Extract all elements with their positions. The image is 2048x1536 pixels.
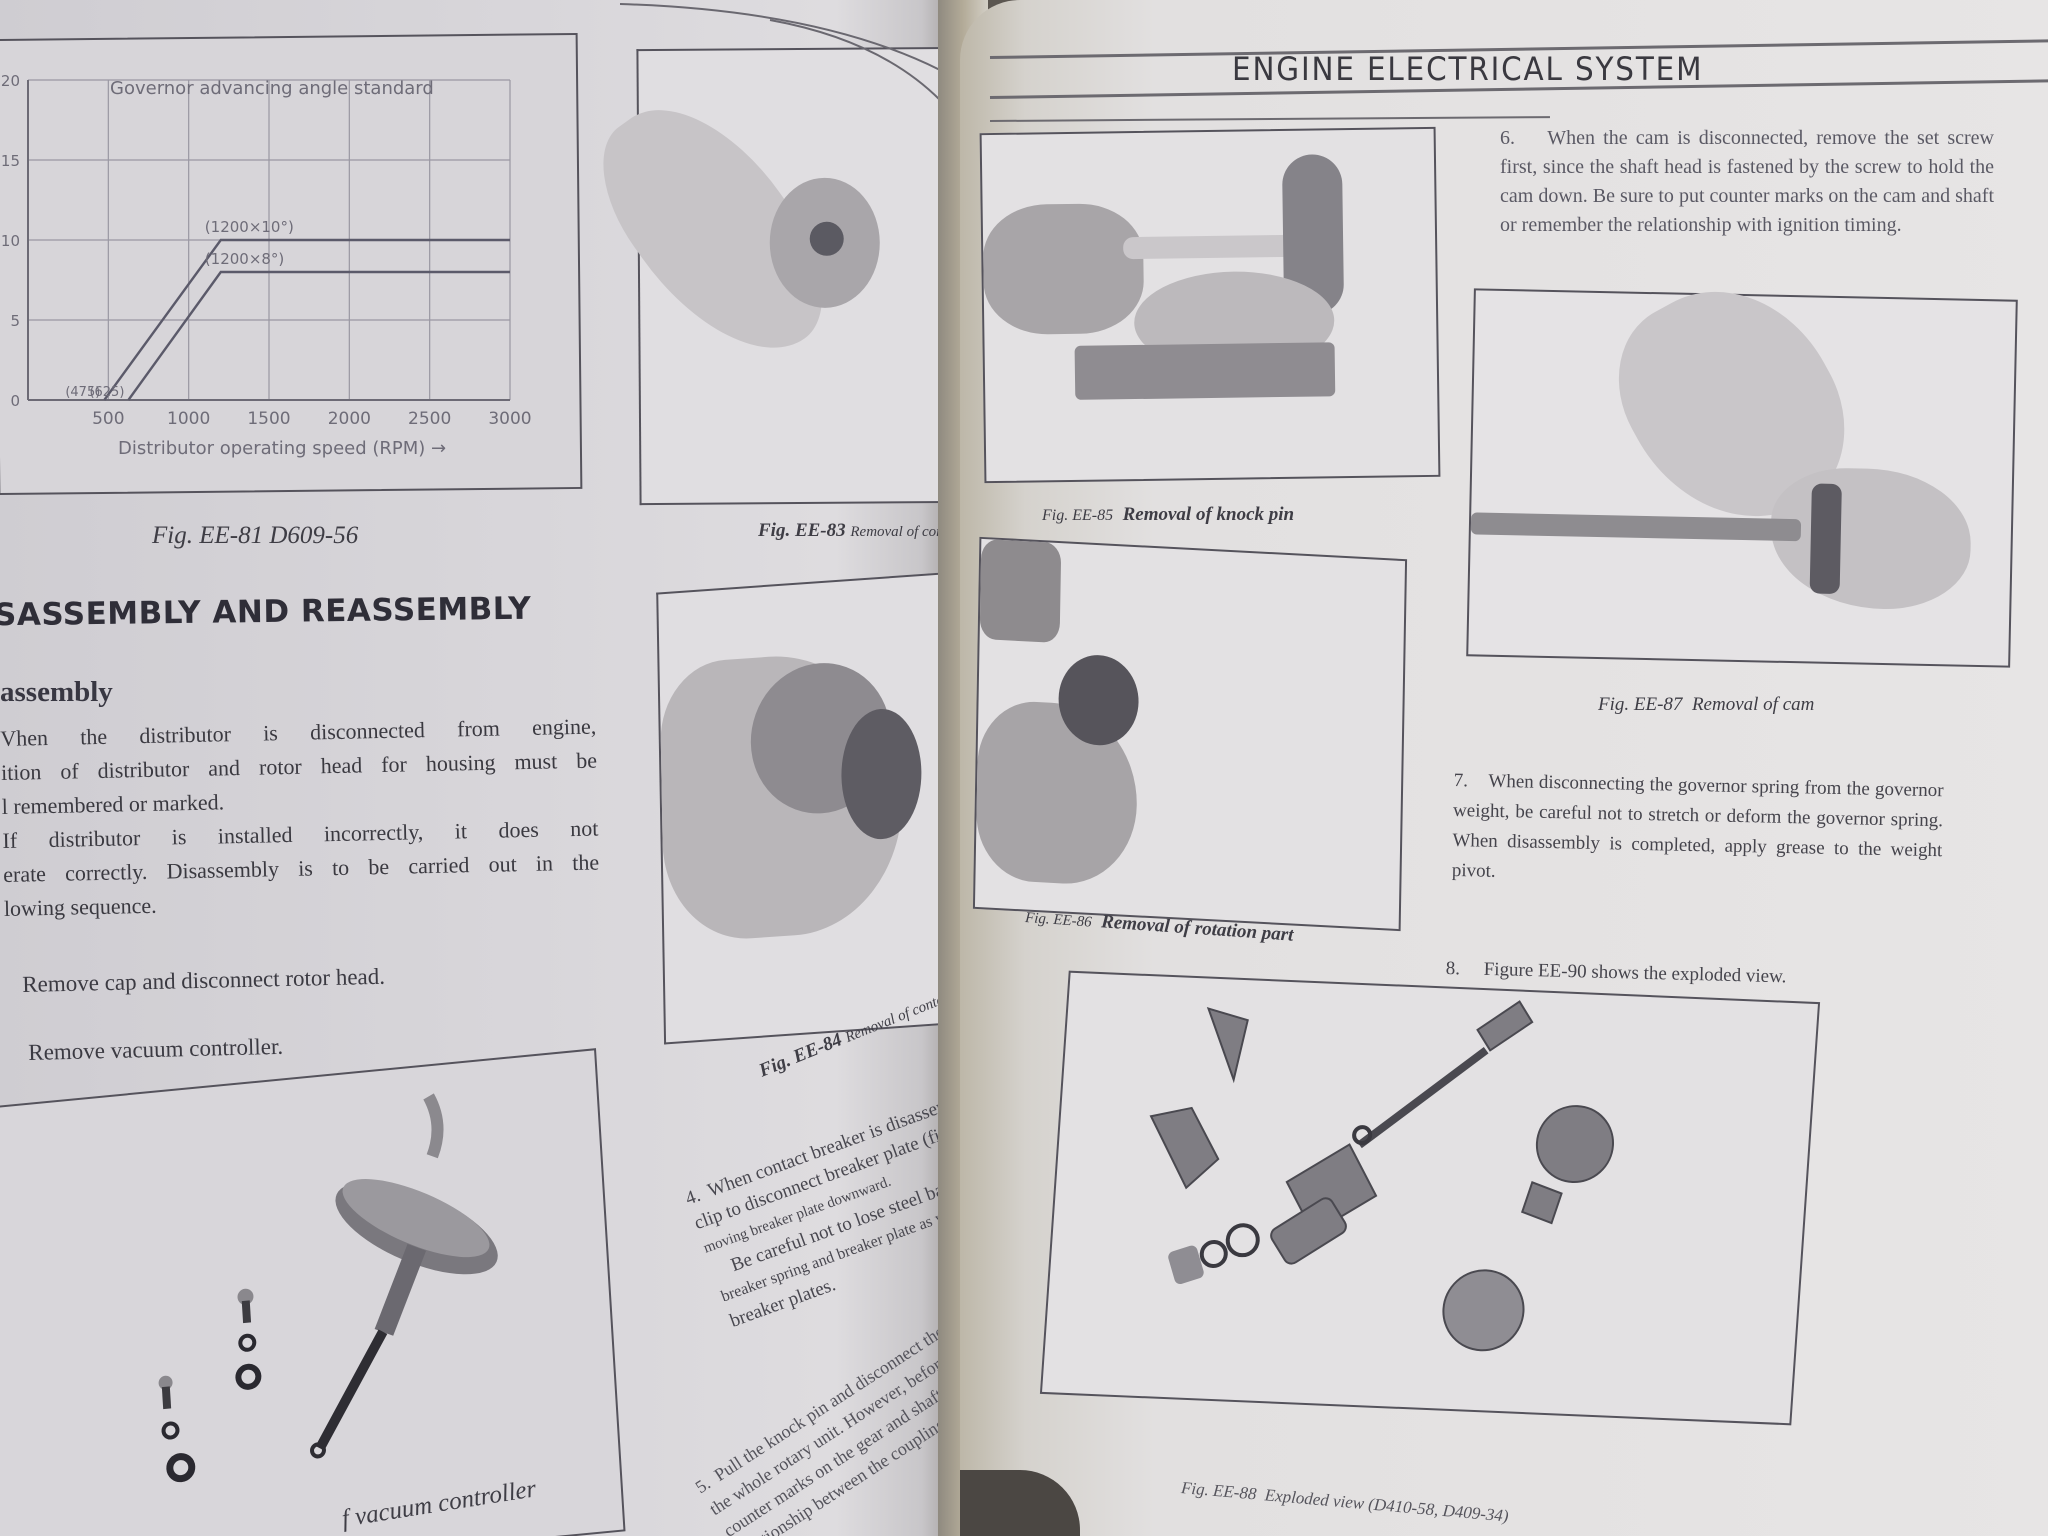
step-text: When the cam is disconnected, remove the… — [1500, 127, 1994, 236]
vacuum-controller-figure — [0, 1048, 626, 1536]
chart-annotation: (1200×8°) — [205, 250, 284, 268]
step-number: 8. — [1445, 958, 1461, 980]
chart-x-label: Distributor operating speed (RPM) → — [118, 438, 446, 459]
x-tick-label: 1000 — [167, 409, 210, 429]
screwdriver-image — [1470, 512, 1802, 542]
fig-ee85-photo — [979, 126, 1441, 484]
x-tick-label: 1500 — [247, 409, 290, 429]
fig-ee81-caption: Fig. EE-81 D609-56 — [152, 522, 359, 549]
cam-image — [809, 221, 844, 256]
header-rule-lower — [989, 116, 1550, 122]
step-text: Figure EE-90 shows the exploded view. — [1483, 958, 1787, 988]
step-1: Remove cap and disconnect rotor head. — [22, 963, 386, 997]
hand-image — [982, 202, 1145, 336]
chart-annotation: (625) — [89, 385, 124, 400]
x-tick-label: 500 — [92, 409, 124, 429]
step-text: When disconnecting the governor spring f… — [1451, 770, 1944, 882]
chart-annotation: (475) — [65, 385, 100, 400]
fig-number: Fig. EE-86 — [1024, 909, 1093, 931]
page-curl-rules — [620, 3, 941, 101]
governor-advance-chart: 0 5 10 15 20 500 1000 1500 2000 2500 3000 (1200×10°… — [1, 72, 532, 459]
fig-ee88-photo — [1039, 970, 1821, 1426]
fig-title: Removal of knock pin — [1122, 504, 1295, 525]
series-line — [127, 270, 510, 401]
step-4: 4. When contact breaker is disassembled,… — [682, 1060, 950, 1334]
step-6: 6. When the cam is disconnected, remove … — [1500, 124, 1994, 240]
step-2: Remove vacuum controller. — [28, 1033, 284, 1065]
fig-ee86-photo — [972, 536, 1408, 932]
fig-ee83-caption: Fig. EE-83 Removal of contact se — [758, 520, 950, 542]
subheading: assembly — [0, 676, 113, 708]
fig-number: Fig. EE-88 — [1180, 1478, 1258, 1504]
x-tick-label: 2000 — [328, 409, 371, 429]
y-tick-label: 0 — [10, 392, 20, 410]
left-page: 0 5 10 15 20 500 1000 1500 2000 2500 3000 (1200×10°… — [0, 0, 950, 1536]
hand-image — [1769, 466, 1973, 611]
intro-paragraph: Vhen the distributor is disconnected fro… — [0, 710, 600, 926]
distributor-shaft-image — [1074, 342, 1336, 400]
arm-image — [979, 538, 1062, 644]
fig-ee84-photo — [656, 571, 950, 1045]
y-tick-label: 5 — [10, 312, 20, 330]
fig-number: Fig. EE-87 — [1598, 694, 1683, 715]
fig-number: Fig. EE-83 — [758, 520, 846, 541]
exploded-view-illustration — [1149, 1000, 1615, 1352]
vacuum-controller-illustration — [158, 1093, 498, 1483]
series-line — [103, 238, 510, 401]
section-heading: SASSEMBLY AND REASSEMBLY — [0, 590, 532, 634]
step-7: 7. When disconnecting the governor sprin… — [1451, 766, 1944, 896]
running-header: ENGINE ELECTRICAL SYSTEM — [1232, 50, 1704, 88]
x-tick-label: 2500 — [408, 409, 451, 429]
fig-ee85-caption: Fig. EE-85 Removal of knock pin — [1042, 504, 1294, 526]
chart-annotation: (1200×10°) — [205, 218, 294, 236]
y-tick-label: 20 — [1, 72, 20, 90]
chart-title: Governor advancing angle standard — [110, 78, 434, 99]
step-number: 4. — [682, 1185, 704, 1210]
fig-ee87-caption: Fig. EE-87 Removal of cam — [1598, 694, 1814, 716]
fig-title: Removal of cam — [1691, 694, 1815, 715]
step-number: 5. — [691, 1473, 714, 1498]
step-8: 8. Figure EE-90 shows the exploded view. — [1445, 958, 1786, 988]
step-number: 7. — [1453, 769, 1469, 792]
step-number: 6. — [1500, 127, 1515, 149]
x-tick-label: 3000 — [488, 409, 531, 429]
fig-title: Removal of contact se — [850, 524, 950, 540]
fig-ee88-caption: Fig. EE-88 Exploded view (D410-58, D409-… — [1180, 1478, 1509, 1527]
y-tick-label: 10 — [1, 232, 20, 250]
fig-number: Fig. EE-85 — [1042, 507, 1114, 524]
cam-image — [1809, 483, 1842, 595]
fig-ee87-photo — [1466, 252, 2018, 668]
fig-title: Exploded view (D410-58, D409-34) — [1264, 1485, 1510, 1526]
step-5: 5. Pull the knock pin and disconnect the… — [690, 1284, 950, 1536]
right-page: ENGINE ELECTRICAL SYSTEM Fig. EE-85 Remo… — [960, 0, 2048, 1536]
y-tick-label: 15 — [1, 152, 20, 170]
